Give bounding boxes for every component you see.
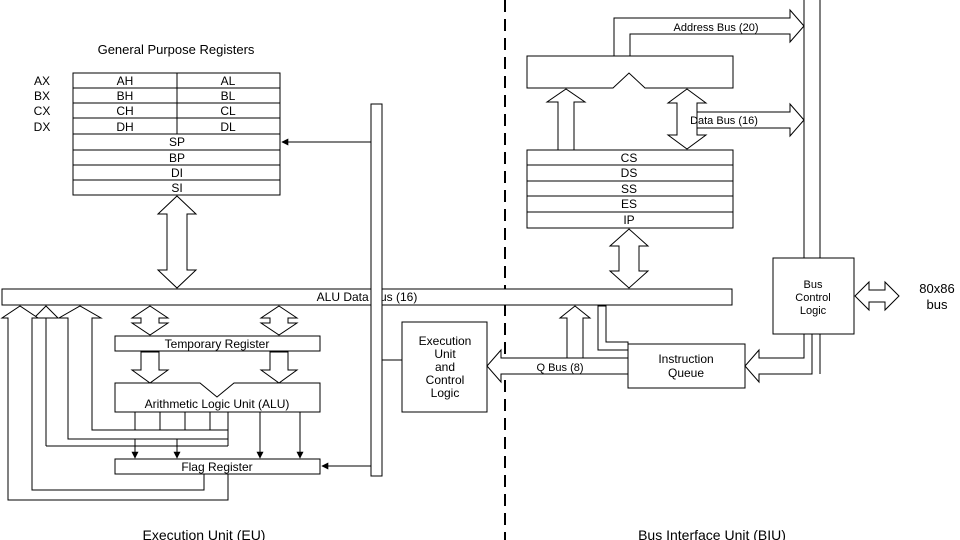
bus-control-line-3: Logic (800, 305, 827, 317)
eu-control-logic (401, 321, 488, 413)
external-bus-rails (803, 0, 821, 374)
bus-control-line-2: Control (795, 292, 830, 304)
register-ah: AH (117, 74, 134, 88)
register-di: DI (171, 166, 183, 180)
temp-alu-arrow-right (259, 351, 299, 384)
segment-registers: CS DS SS ES IP (526, 149, 734, 229)
register-si: SI (171, 181, 182, 195)
feedback-arrowhead-2 (32, 305, 60, 319)
eu-internal-bus (370, 103, 383, 477)
flag-register-label: Flag Register (181, 460, 252, 474)
external-bus-line-2: bus (927, 297, 948, 312)
gpr-bus-double-arrow (156, 195, 198, 289)
register-bh: BH (117, 89, 134, 103)
alu-data-bus (1, 288, 733, 306)
bus-control-line-1: Bus (804, 279, 823, 291)
flag-feedback-arrow (0, 305, 229, 501)
flag-register (114, 458, 321, 475)
bus-temp-double-arrow-left (130, 305, 170, 336)
register-sp: SP (169, 135, 185, 149)
alu-label: Arithmetic Logic Unit (ALU) (145, 397, 290, 411)
eu-section-caption: Execution Unit (EU) (143, 527, 266, 540)
external-bus-line-1: 80x86 (919, 281, 954, 296)
register-dh: DH (116, 120, 133, 134)
segment-bus-double-arrow (608, 228, 650, 289)
segment-adder-arrow (545, 88, 587, 151)
instruction-queue (627, 343, 746, 389)
data-bus-arrow (696, 102, 805, 138)
queue-to-bus-line (597, 305, 629, 351)
temp-alu-arrow-left (130, 351, 170, 384)
segment-es: ES (621, 197, 637, 211)
external-bus-double-arrow (854, 280, 900, 312)
address-bus-arrow (613, 8, 805, 57)
address-bus-label: Address Bus (20) (674, 22, 759, 34)
register-dx-label: DX (34, 120, 51, 134)
register-cx-label: CX (34, 104, 51, 118)
eu-control-line-4: Control (426, 373, 465, 387)
gpr-title: General Purpose Registers (98, 42, 255, 57)
register-bp: BP (169, 151, 185, 165)
address-adder (526, 55, 734, 89)
data-bus-label: Data Bus (16) (690, 115, 758, 127)
q-bus-arrow (486, 348, 629, 384)
alu (114, 382, 321, 413)
register-bx-label: BX (34, 89, 50, 103)
segment-ss: SS (621, 182, 637, 196)
bus-control-logic (772, 257, 855, 335)
register-al: AL (221, 74, 236, 88)
alu-data-bus-label: ALU Data Bus (16) (317, 290, 418, 304)
eu-control-line-1: Execution (419, 334, 472, 348)
segment-ds: DS (621, 166, 638, 180)
register-cl: CL (220, 104, 236, 118)
instruction-queue-line-1: Instruction (658, 352, 713, 366)
instruction-queue-line-2: Queue (668, 366, 704, 380)
adder-segment-double-arrow (666, 88, 708, 150)
general-purpose-registers: AX AH AL BX BH BL CX CH CL DX DH DL SP B… (34, 72, 281, 196)
register-ch: CH (116, 104, 133, 118)
q-bus-label: Q Bus (8) (536, 362, 583, 374)
temporary-register (114, 335, 321, 352)
register-bl: BL (221, 89, 236, 103)
alu-result-feedback-arrow (57, 305, 229, 440)
bus-to-queue-arrow (558, 305, 592, 359)
segment-cs: CS (621, 151, 638, 165)
eu-control-line-3: and (435, 360, 455, 374)
register-ax-label: AX (34, 74, 50, 88)
temporary-register-label: Temporary Register (165, 337, 270, 351)
register-dl: DL (220, 120, 236, 134)
eu-control-line-2: Unit (434, 347, 456, 361)
biu-section-caption: Bus Interface Unit (BIU) (638, 527, 786, 540)
bus-temp-double-arrow-right (259, 305, 299, 336)
eu-control-line-5: Logic (431, 386, 460, 400)
segment-ip: IP (623, 213, 634, 227)
